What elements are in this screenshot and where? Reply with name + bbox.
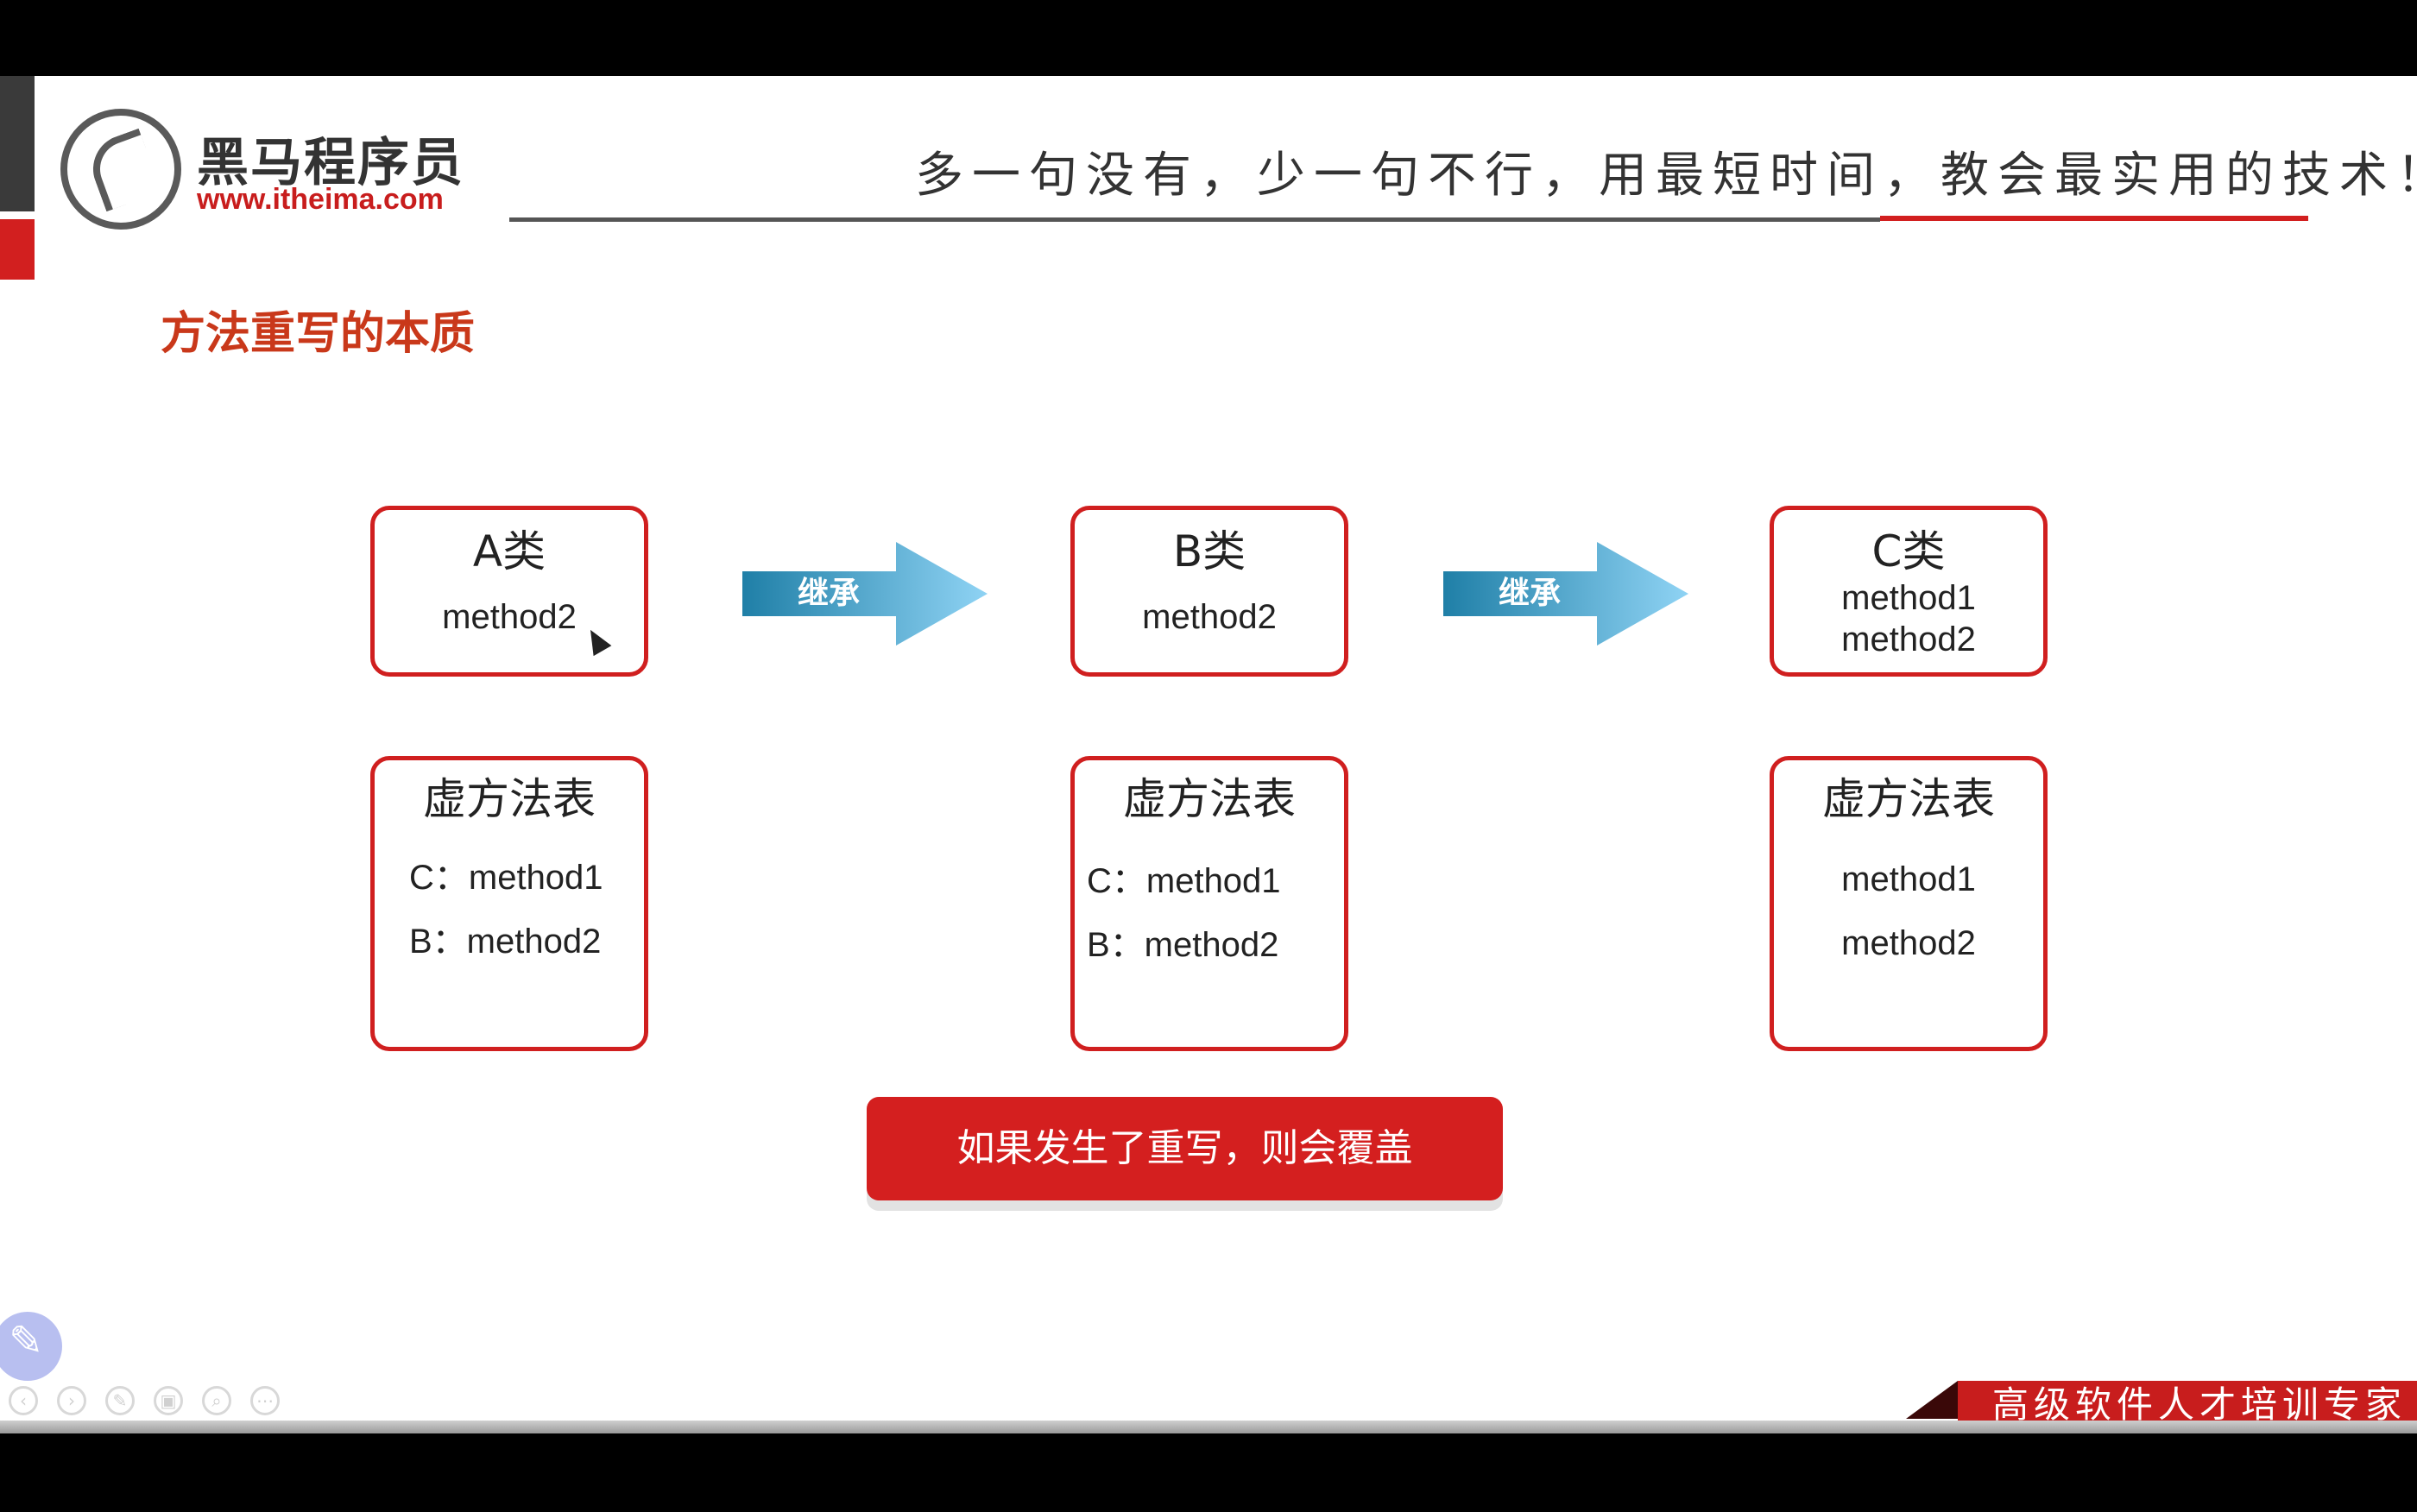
class-method: method1: [1841, 579, 1976, 617]
class-method: method2: [1841, 621, 1976, 658]
arrow-right-icon: [1443, 542, 1688, 646]
vtable-row: C：method1: [1087, 862, 1281, 900]
class-c-vtable: 虚方法表 method1 method2: [1770, 756, 2048, 1051]
vtable-title: 虚方法表: [423, 774, 596, 824]
next-icon[interactable]: ›: [57, 1386, 86, 1415]
header-divider-accent: [1880, 216, 2308, 221]
copy-icon[interactable]: ▣: [154, 1386, 183, 1415]
vtable-title: 虚方法表: [1822, 774, 1995, 824]
page-title: 方法重写的本质: [161, 308, 476, 360]
class-a-box: A类 method2: [370, 506, 648, 677]
vtable-row: C：method1: [409, 859, 603, 897]
class-c-box: C类 method1 method2: [1770, 506, 2048, 677]
pen-icon[interactable]: ✎: [105, 1386, 135, 1415]
header-divider: [509, 217, 1880, 222]
override-banner: 如果发生了重写，则会覆盖: [867, 1097, 1503, 1200]
footer-notch: [1906, 1381, 1958, 1419]
slide: 黑马程序员 www.itheima.com 多一句没有，少一句不行，用最短时间，…: [0, 76, 2417, 1433]
inherit-arrow-1: 继承: [742, 542, 988, 646]
class-method: method2: [1142, 598, 1277, 636]
left-dark-bar: [0, 76, 35, 211]
class-name: B类: [1172, 526, 1246, 576]
class-a-vtable: 虚方法表 C：method1 B：method2: [370, 756, 648, 1051]
vtable-row: method2: [1841, 924, 1976, 962]
arrow-right-icon: [742, 542, 988, 646]
class-b-vtable: 虚方法表 C：method1 B：method2: [1070, 756, 1348, 1051]
vtable-title: 虚方法表: [1123, 774, 1296, 824]
inherit-arrow-2: 继承: [1443, 542, 1688, 646]
brand-name: 黑马程序员: [197, 133, 464, 193]
brand-url: www.itheima.com: [197, 183, 444, 216]
class-b-box: B类 method2: [1070, 506, 1348, 677]
footer-strip: [0, 1421, 2417, 1433]
slogan: 多一句没有，少一句不行，用最短时间，教会最实用的技术！: [915, 148, 2417, 204]
class-name: C类: [1871, 526, 1946, 576]
pen-tool-button[interactable]: [0, 1312, 62, 1381]
class-name: A类: [472, 526, 546, 576]
arrow-label: 继承: [797, 576, 860, 611]
arrow-label: 继承: [1498, 576, 1561, 611]
prev-icon[interactable]: ‹: [9, 1386, 38, 1415]
more-icon[interactable]: ⋯: [250, 1386, 280, 1415]
vtable-row: B：method2: [409, 923, 602, 961]
vtable-row: method1: [1841, 860, 1976, 898]
zoom-icon[interactable]: ⌕: [202, 1386, 231, 1415]
horse-logo-icon: [60, 109, 181, 230]
class-method: method2: [442, 598, 577, 636]
vtable-row: B：method2: [1087, 926, 1279, 964]
left-red-bar: [0, 219, 35, 280]
